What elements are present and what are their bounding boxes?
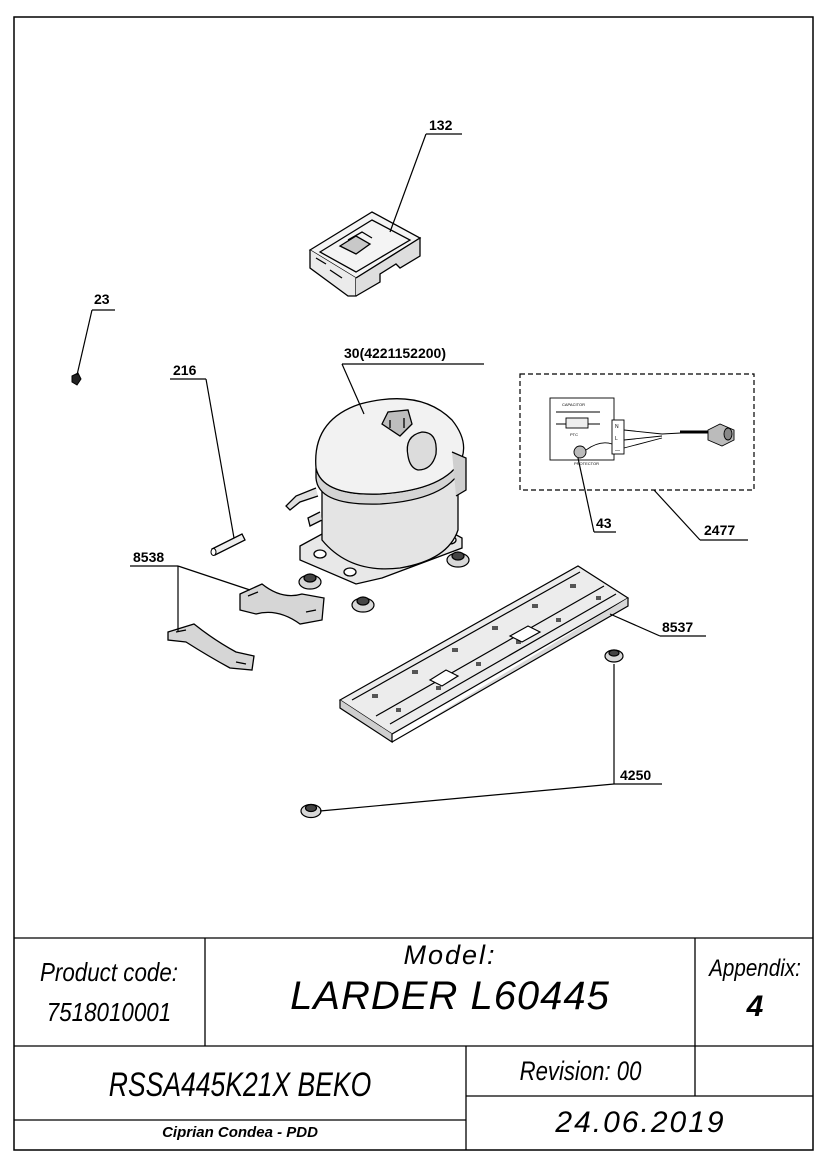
product-code-value: 7518010001 [46, 997, 172, 1027]
leader-2477-pointer [653, 489, 701, 541]
drawing-frame [13, 16, 814, 1151]
wiring-terminal-e: — [615, 448, 620, 454]
part-30-compressor [285, 398, 467, 585]
brand-line: RSSA445K21X BEKO [108, 1066, 372, 1104]
wiring-ptc-text: PTC [570, 432, 578, 437]
model-value: LARDER L60445 [290, 974, 610, 1018]
author: Ciprian Condea - PDD [162, 1124, 318, 1141]
date: 24.06.2019 [555, 1106, 726, 1139]
leader-216-pointer [205, 378, 235, 539]
wiring-terminal-l: L [615, 436, 618, 442]
wiring-capacitor-text: CAPACITOR [562, 402, 585, 407]
label-30: 30(4221152200) [344, 345, 446, 361]
title-block-grid [14, 937, 813, 1150]
label-23: 23 [94, 291, 110, 307]
leader-4250-left [319, 783, 615, 812]
appendix-label: Appendix: [709, 955, 801, 982]
grommets-compressor [298, 551, 470, 613]
part-216-rod [210, 533, 246, 556]
label-43: 43 [596, 515, 612, 531]
wiring-protector-text: PROTECTOR [574, 461, 599, 466]
model-label: Model: [403, 940, 497, 970]
leader-23-pointer [76, 309, 93, 376]
label-216: 216 [173, 362, 197, 378]
product-code-label: Product code: [40, 957, 178, 987]
label-4250: 4250 [620, 767, 651, 783]
leader-8538-a [177, 565, 251, 591]
label-132: 132 [429, 117, 453, 133]
part-4250-grommets [300, 649, 624, 819]
wiring-terminal-n: N [615, 424, 619, 430]
label-2477: 2477 [704, 522, 735, 538]
part-132-relay-cover [308, 211, 422, 297]
part-8538-straps [167, 583, 325, 671]
wiring-harness-box [519, 373, 755, 491]
part-8537-base-rail [338, 565, 630, 744]
leader-43-pointer [577, 457, 595, 533]
leader-132-pointer [389, 133, 427, 233]
appendix-value: 4 [746, 990, 764, 1023]
label-8537: 8537 [662, 619, 693, 635]
part-2477-wiring-harness [549, 397, 735, 461]
leader-8537 [609, 613, 661, 637]
revision: Revision: 00 [519, 1056, 642, 1086]
label-8538: 8538 [133, 549, 164, 565]
leader-30-pointer [341, 363, 365, 415]
